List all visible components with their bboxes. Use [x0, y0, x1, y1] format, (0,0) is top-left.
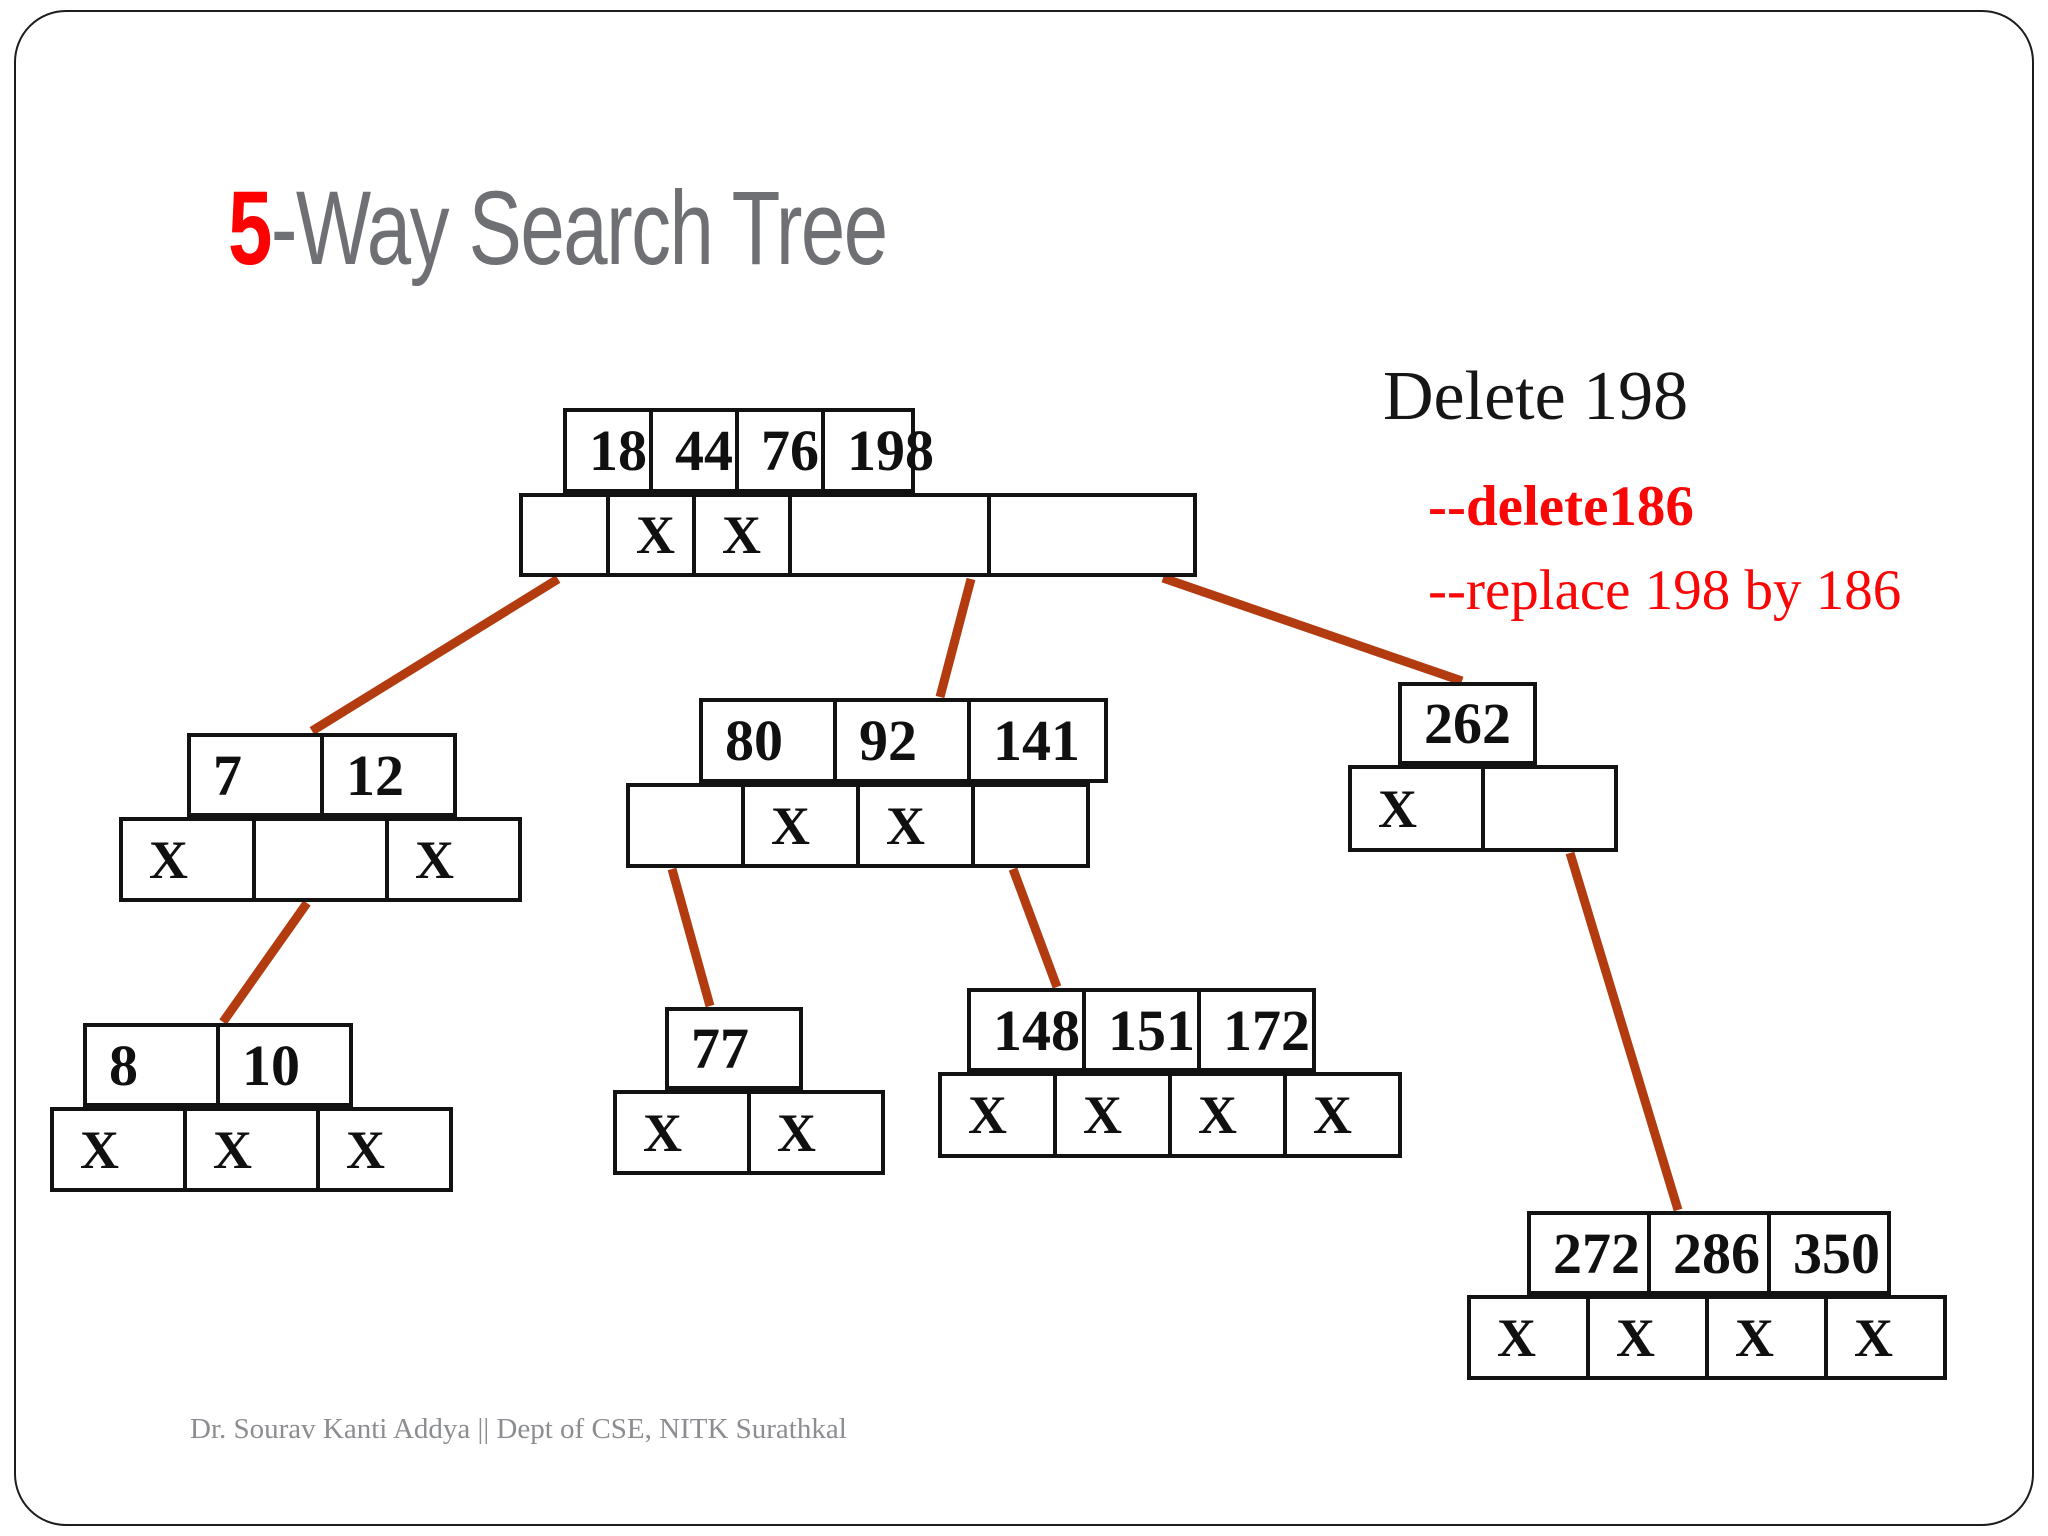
key-cell: 172 — [1197, 988, 1316, 1072]
key-cell: 92 — [833, 698, 971, 783]
pointer-cell: X — [183, 1107, 320, 1192]
key-cell: 350 — [1767, 1211, 1891, 1295]
pointer-cell: X — [1053, 1072, 1172, 1158]
page-title: 5-Way Search Tree — [228, 176, 888, 281]
key-cell: 151 — [1082, 988, 1201, 1072]
pointer-cell: X — [1168, 1072, 1287, 1158]
key-cell: 77 — [665, 1007, 803, 1090]
key-cell: 272 — [1527, 1211, 1651, 1295]
edge-root-to-right-subtree — [1161, 573, 1464, 686]
node-root-keys: 18 44 76 198 — [563, 408, 934, 493]
title-text: -Way Search Tree — [270, 170, 888, 287]
pointer-cell: X — [1705, 1295, 1828, 1380]
edge-right-to-child — [1565, 851, 1683, 1212]
key-cell: 10 — [216, 1023, 353, 1107]
pointer-cell: X — [1467, 1295, 1590, 1380]
pointer-cell: X — [1824, 1295, 1947, 1380]
pointer-cell: X — [1283, 1072, 1402, 1158]
key-cell: 262 — [1398, 682, 1537, 765]
pointer-cell: X — [938, 1072, 1057, 1158]
annotation-step-2: --replace 198 by 186 — [1428, 559, 1902, 622]
key-cell: 80 — [699, 698, 837, 783]
pointer-cell: X — [741, 783, 860, 868]
node-right-keys: 262 — [1398, 682, 1537, 765]
node-root-pointers: X X — [519, 493, 1197, 577]
node-middle-keys: 80 92 141 — [699, 698, 1108, 783]
pointer-cell — [626, 783, 745, 868]
key-cell: 44 — [649, 408, 739, 493]
edge-middle-to-right-child — [1008, 867, 1062, 989]
pointer-cell — [971, 783, 1090, 868]
pointer-cell: X — [119, 817, 256, 902]
key-cell: 76 — [735, 408, 825, 493]
node-right-child-pointers: X X X X — [1467, 1295, 1947, 1380]
pointer-cell: X — [747, 1090, 885, 1175]
key-cell: 8 — [83, 1023, 220, 1107]
pointer-cell: X — [1586, 1295, 1709, 1380]
pointer-cell: X — [856, 783, 975, 868]
node-left-pointers: X X — [119, 817, 522, 902]
edge-root-to-left-subtree — [309, 575, 561, 735]
pointer-cell: X — [316, 1107, 453, 1192]
annotation-step-1: --delete186 — [1428, 475, 1694, 538]
pointer-cell — [788, 493, 991, 577]
pointer-cell: X — [606, 493, 696, 577]
node-left-keys: 7 12 — [187, 733, 457, 817]
node-middle-pointers: X X — [626, 783, 1090, 868]
node-middle-left-pointers: X X — [613, 1090, 885, 1175]
pointer-cell: X — [50, 1107, 187, 1192]
edge-left-to-child — [219, 900, 311, 1025]
annotation-heading: Delete 198 — [1383, 358, 1689, 435]
key-cell: 12 — [320, 733, 457, 817]
slide-border — [14, 10, 2034, 1526]
pointer-cell: X — [613, 1090, 751, 1175]
key-cell: 18 — [563, 408, 653, 493]
edge-root-to-middle-subtree — [935, 577, 976, 699]
node-left-child-keys: 8 10 — [83, 1023, 353, 1107]
key-cell: 141 — [967, 698, 1108, 783]
node-middle-right-pointers: X X X X — [938, 1072, 1402, 1158]
pointer-cell — [987, 493, 1197, 577]
pointer-cell: X — [1348, 765, 1485, 852]
key-cell: 7 — [187, 733, 324, 817]
key-cell: 148 — [967, 988, 1086, 1072]
pointer-cell — [519, 493, 610, 577]
node-middle-left-keys: 77 — [665, 1007, 803, 1090]
pointer-cell: X — [692, 493, 792, 577]
pointer-cell — [1481, 765, 1618, 852]
node-right-pointers: X — [1348, 765, 1618, 852]
pointer-cell: X — [385, 817, 522, 902]
edge-middle-to-left-child — [667, 867, 715, 1008]
node-right-child-keys: 272 286 350 — [1527, 1211, 1891, 1295]
key-cell: 198 — [821, 408, 934, 493]
title-order-number: 5 — [228, 170, 272, 287]
key-cell: 286 — [1647, 1211, 1771, 1295]
pointer-cell — [252, 817, 389, 902]
footer-credit: Dr. Sourav Kanti Addya || Dept of CSE, N… — [190, 1413, 847, 1445]
node-left-child-pointers: X X X — [50, 1107, 453, 1192]
node-middle-right-keys: 148 151 172 — [967, 988, 1316, 1072]
